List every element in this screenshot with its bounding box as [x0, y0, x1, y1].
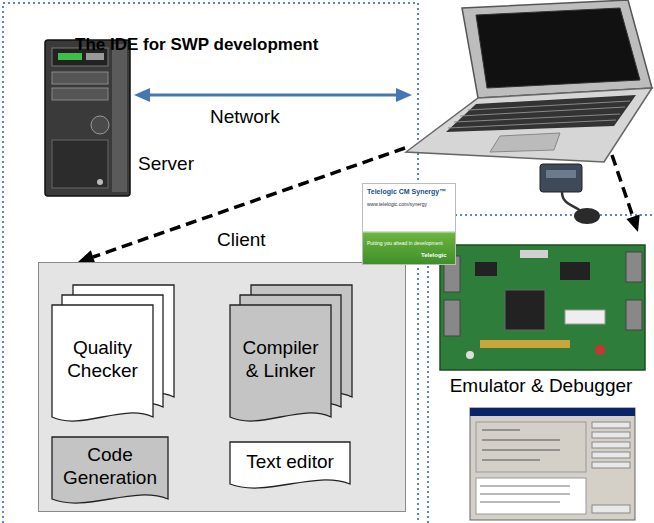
- dashed-arrow: [78, 148, 405, 263]
- product-text: Putting you ahead in development: [367, 240, 443, 246]
- text-area: Text editor: [230, 442, 350, 482]
- text-area: Compiler & Linker: [230, 305, 331, 415]
- region-outline: [3, 3, 418, 523]
- text-area: Quality Checker: [52, 305, 153, 415]
- document-box: Compiler & Linker: [229, 284, 354, 426]
- product-box: Telelogic CM Synergy™ www.telelogic.com/s…: [362, 183, 456, 265]
- label-text: Server: [138, 153, 194, 175]
- laptop-illustration: [406, 0, 652, 162]
- product-text: Telelogic: [421, 252, 447, 258]
- box-label: Text editor: [246, 451, 334, 474]
- region: The IDE for SWP developmentClientQuality…: [3, 3, 418, 523]
- interface-device: [540, 164, 600, 224]
- text-area: Code Generation: [52, 437, 168, 497]
- box-label: Compiler & Linker: [235, 337, 326, 383]
- box-label: Code Generation: [57, 444, 163, 490]
- region-heading: Client: [217, 229, 337, 251]
- region-heading: Emulator & Debugger: [434, 375, 648, 397]
- document-box: Quality Checker: [51, 284, 176, 426]
- product-text: www.telelogic.com/synergy: [367, 201, 427, 207]
- product-text: Telelogic CM Synergy™: [367, 188, 446, 195]
- server-illustration: [45, 40, 130, 196]
- document-box: Text editor: [229, 441, 351, 493]
- region: Emulator & Debugger: [428, 215, 654, 523]
- dialog-screenshot: [470, 408, 635, 520]
- box-label: Quality Checker: [57, 337, 148, 383]
- region-outline: [428, 215, 654, 523]
- network-arrow: [134, 88, 412, 102]
- client-panel: ClientQuality CheckerCompiler & LinkerCo…: [38, 262, 406, 512]
- region-heading: The IDE for SWP development: [75, 35, 375, 55]
- document-box: Code Generation: [51, 436, 169, 508]
- label-text: Network: [210, 106, 280, 128]
- dashed-arrow: [612, 155, 640, 232]
- board-illustration: [440, 245, 645, 370]
